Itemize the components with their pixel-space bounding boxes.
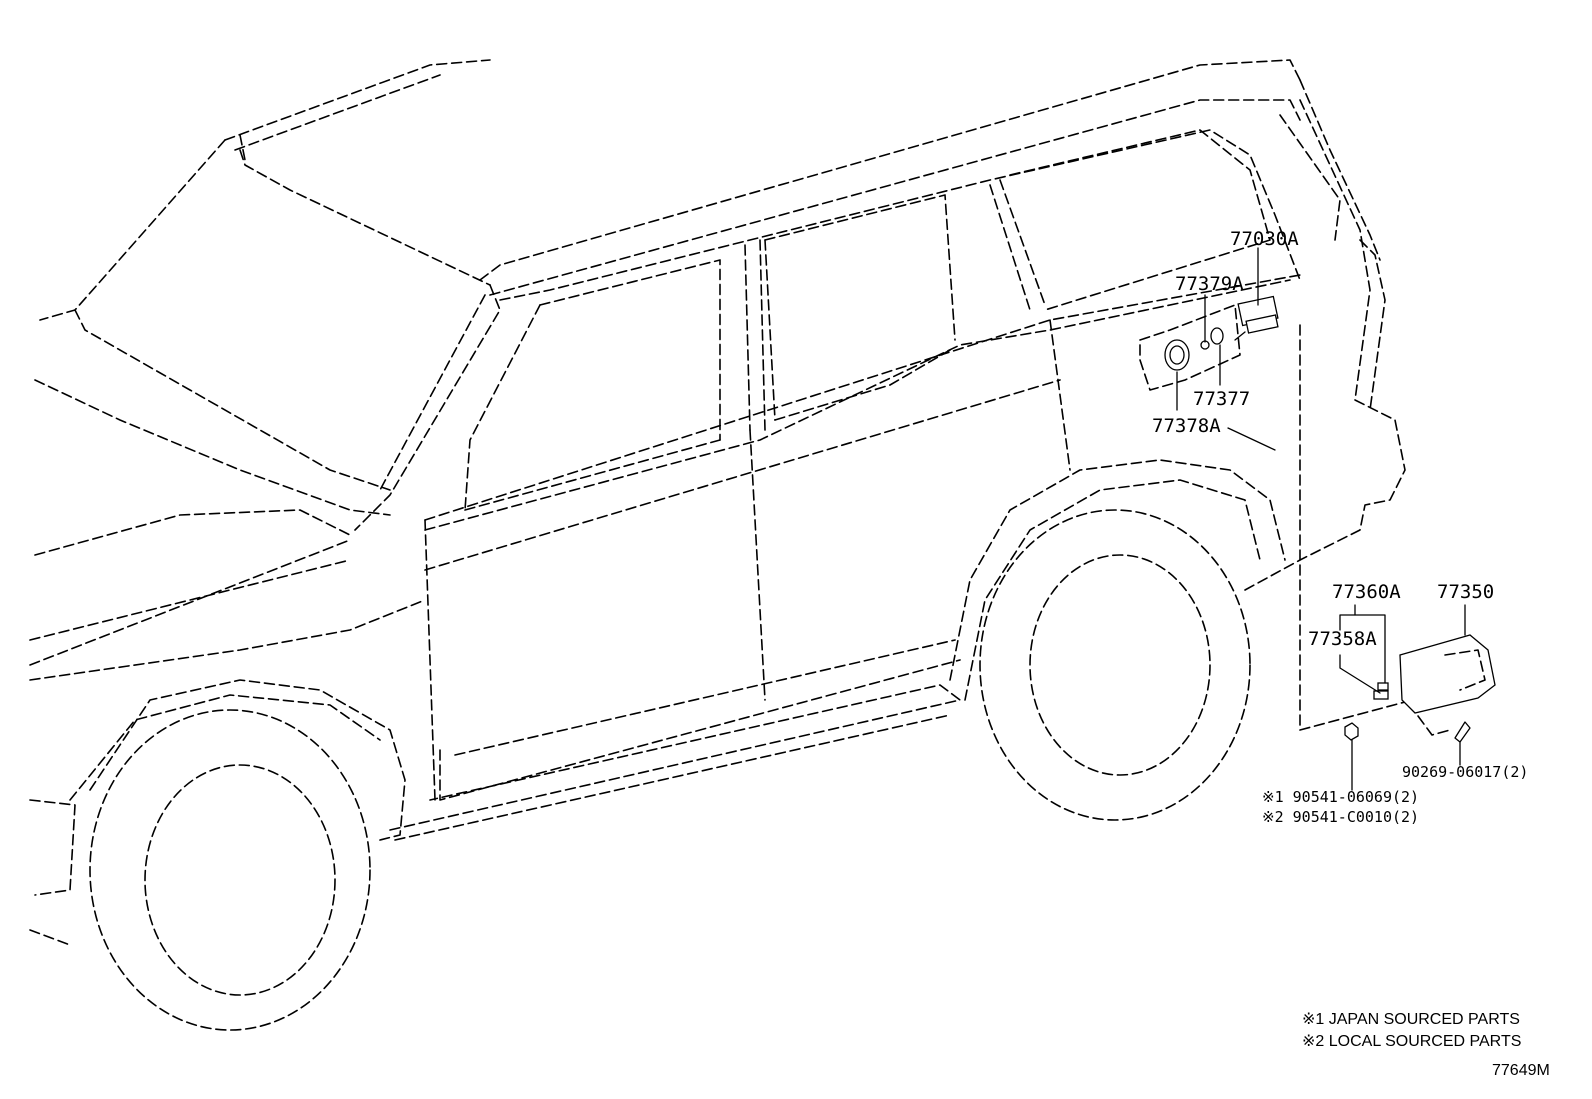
- label-90541-1: ※1 90541-06069(2): [1262, 788, 1419, 806]
- label-90541-2: ※2 90541-C0010(2): [1262, 808, 1419, 826]
- note-japan-sourced: ※1 JAPAN SOURCED PARTS: [1302, 1011, 1520, 1028]
- lock-actuator-77030a: [1234, 295, 1279, 341]
- spring-77358a: [1377, 682, 1389, 691]
- screw-90269: [1454, 721, 1471, 743]
- figure-code: 77649M: [1492, 1062, 1550, 1079]
- nut-90541: [1344, 722, 1359, 741]
- leader-lines: [1176, 247, 1466, 791]
- label-77030a: 77030A: [1230, 228, 1299, 250]
- label-90269: 90269-06017(2): [1402, 763, 1528, 781]
- bushing-77377: [1210, 327, 1224, 345]
- part-labels: 77030A 77379A 77377 77378A 77360A 77358A…: [1152, 228, 1528, 826]
- parts: [1164, 295, 1496, 743]
- label-77379a: 77379A: [1175, 273, 1244, 295]
- label-77377: 77377: [1193, 388, 1250, 410]
- label-77350: 77350: [1437, 581, 1494, 603]
- label-77358a: 77358A: [1308, 628, 1377, 650]
- legend-notes: ※1 JAPAN SOURCED PARTS ※2 LOCAL SOURCED …: [1302, 1011, 1550, 1079]
- label-77378a: 77378A: [1152, 415, 1221, 437]
- fuel-door-77350: [1399, 634, 1496, 736]
- label-77360a: 77360A: [1332, 581, 1401, 603]
- hinge-77360a: [1373, 690, 1389, 700]
- vehicle-outline: [29, 59, 1451, 1031]
- note-local-sourced: ※2 LOCAL SOURCED PARTS: [1302, 1033, 1521, 1050]
